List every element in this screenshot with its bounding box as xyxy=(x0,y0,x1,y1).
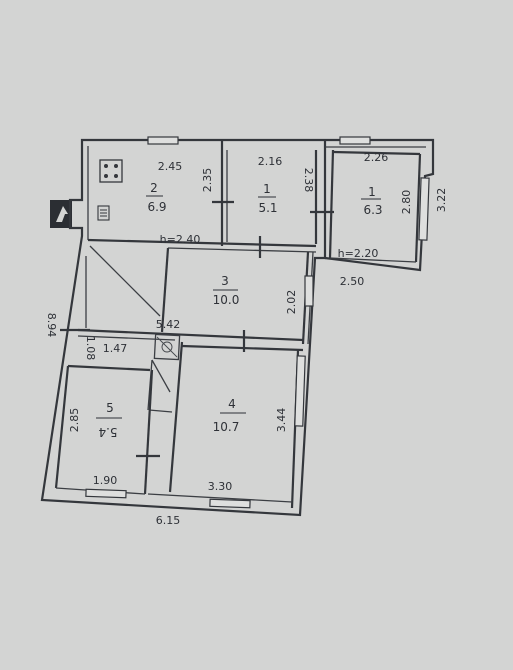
stove-icon xyxy=(99,159,123,183)
meter-icon xyxy=(50,200,72,228)
dimensions: 2.45 2.35 2.16 2.38 2.26 2.80 3.22 2.50 … xyxy=(45,151,448,527)
dim-room1-height: 2.38 xyxy=(302,168,315,193)
room-2-area: 6.9 xyxy=(147,200,166,214)
room-4-area: 10.7 xyxy=(213,420,240,434)
dim-room2-height: 2.35 xyxy=(201,168,214,193)
dim-room6-bottom: 2.50 xyxy=(340,275,365,288)
dim-room3-height: 2.02 xyxy=(285,290,298,315)
walls xyxy=(40,138,435,517)
dim-left-height: 8.94 xyxy=(45,313,58,338)
room-5-area: 5.4 xyxy=(98,425,117,439)
dim-room4-height: 3.44 xyxy=(275,408,288,433)
dim-room4-width: 3.30 xyxy=(208,480,233,493)
room-6-area: 6.3 xyxy=(363,203,382,217)
ceiling-annex: h=2.20 xyxy=(338,247,379,260)
dim-room6-height: 2.80 xyxy=(400,190,413,215)
dim-room2-width: 2.45 xyxy=(158,160,183,173)
dim-bottom-total: 6.15 xyxy=(156,514,181,527)
doors xyxy=(60,200,334,458)
room-3-number: 3 xyxy=(221,274,229,288)
room-4-number: 4 xyxy=(228,397,236,411)
room-1-number: 1 xyxy=(263,182,271,196)
room-labels: 2 6.9 1 5.1 1 6.3 3 10.0 4 10.7 5 5.4 xyxy=(96,181,383,439)
dim-corridor-height: 1.08 xyxy=(84,336,97,361)
room-6-number: 1 xyxy=(368,185,376,199)
dim-outer-right: 3.22 xyxy=(435,188,448,213)
dim-room5-height: 2.85 xyxy=(68,408,81,433)
room-5-number: 5 xyxy=(106,401,114,415)
dim-room6-width: 2.26 xyxy=(364,151,389,164)
room-3-area: 10.0 xyxy=(213,293,240,307)
room-1-area: 5.1 xyxy=(258,201,277,215)
dim-room3-width: 5.42 xyxy=(156,318,181,331)
dim-corridor-width: 1.47 xyxy=(103,342,128,355)
dim-room5-width: 1.90 xyxy=(93,474,118,487)
sink-icon xyxy=(97,205,110,221)
room-2-number: 2 xyxy=(150,181,158,195)
ceiling-main: h=2.40 xyxy=(160,233,201,246)
dim-room1-width: 2.16 xyxy=(258,155,283,168)
windows xyxy=(85,136,430,509)
